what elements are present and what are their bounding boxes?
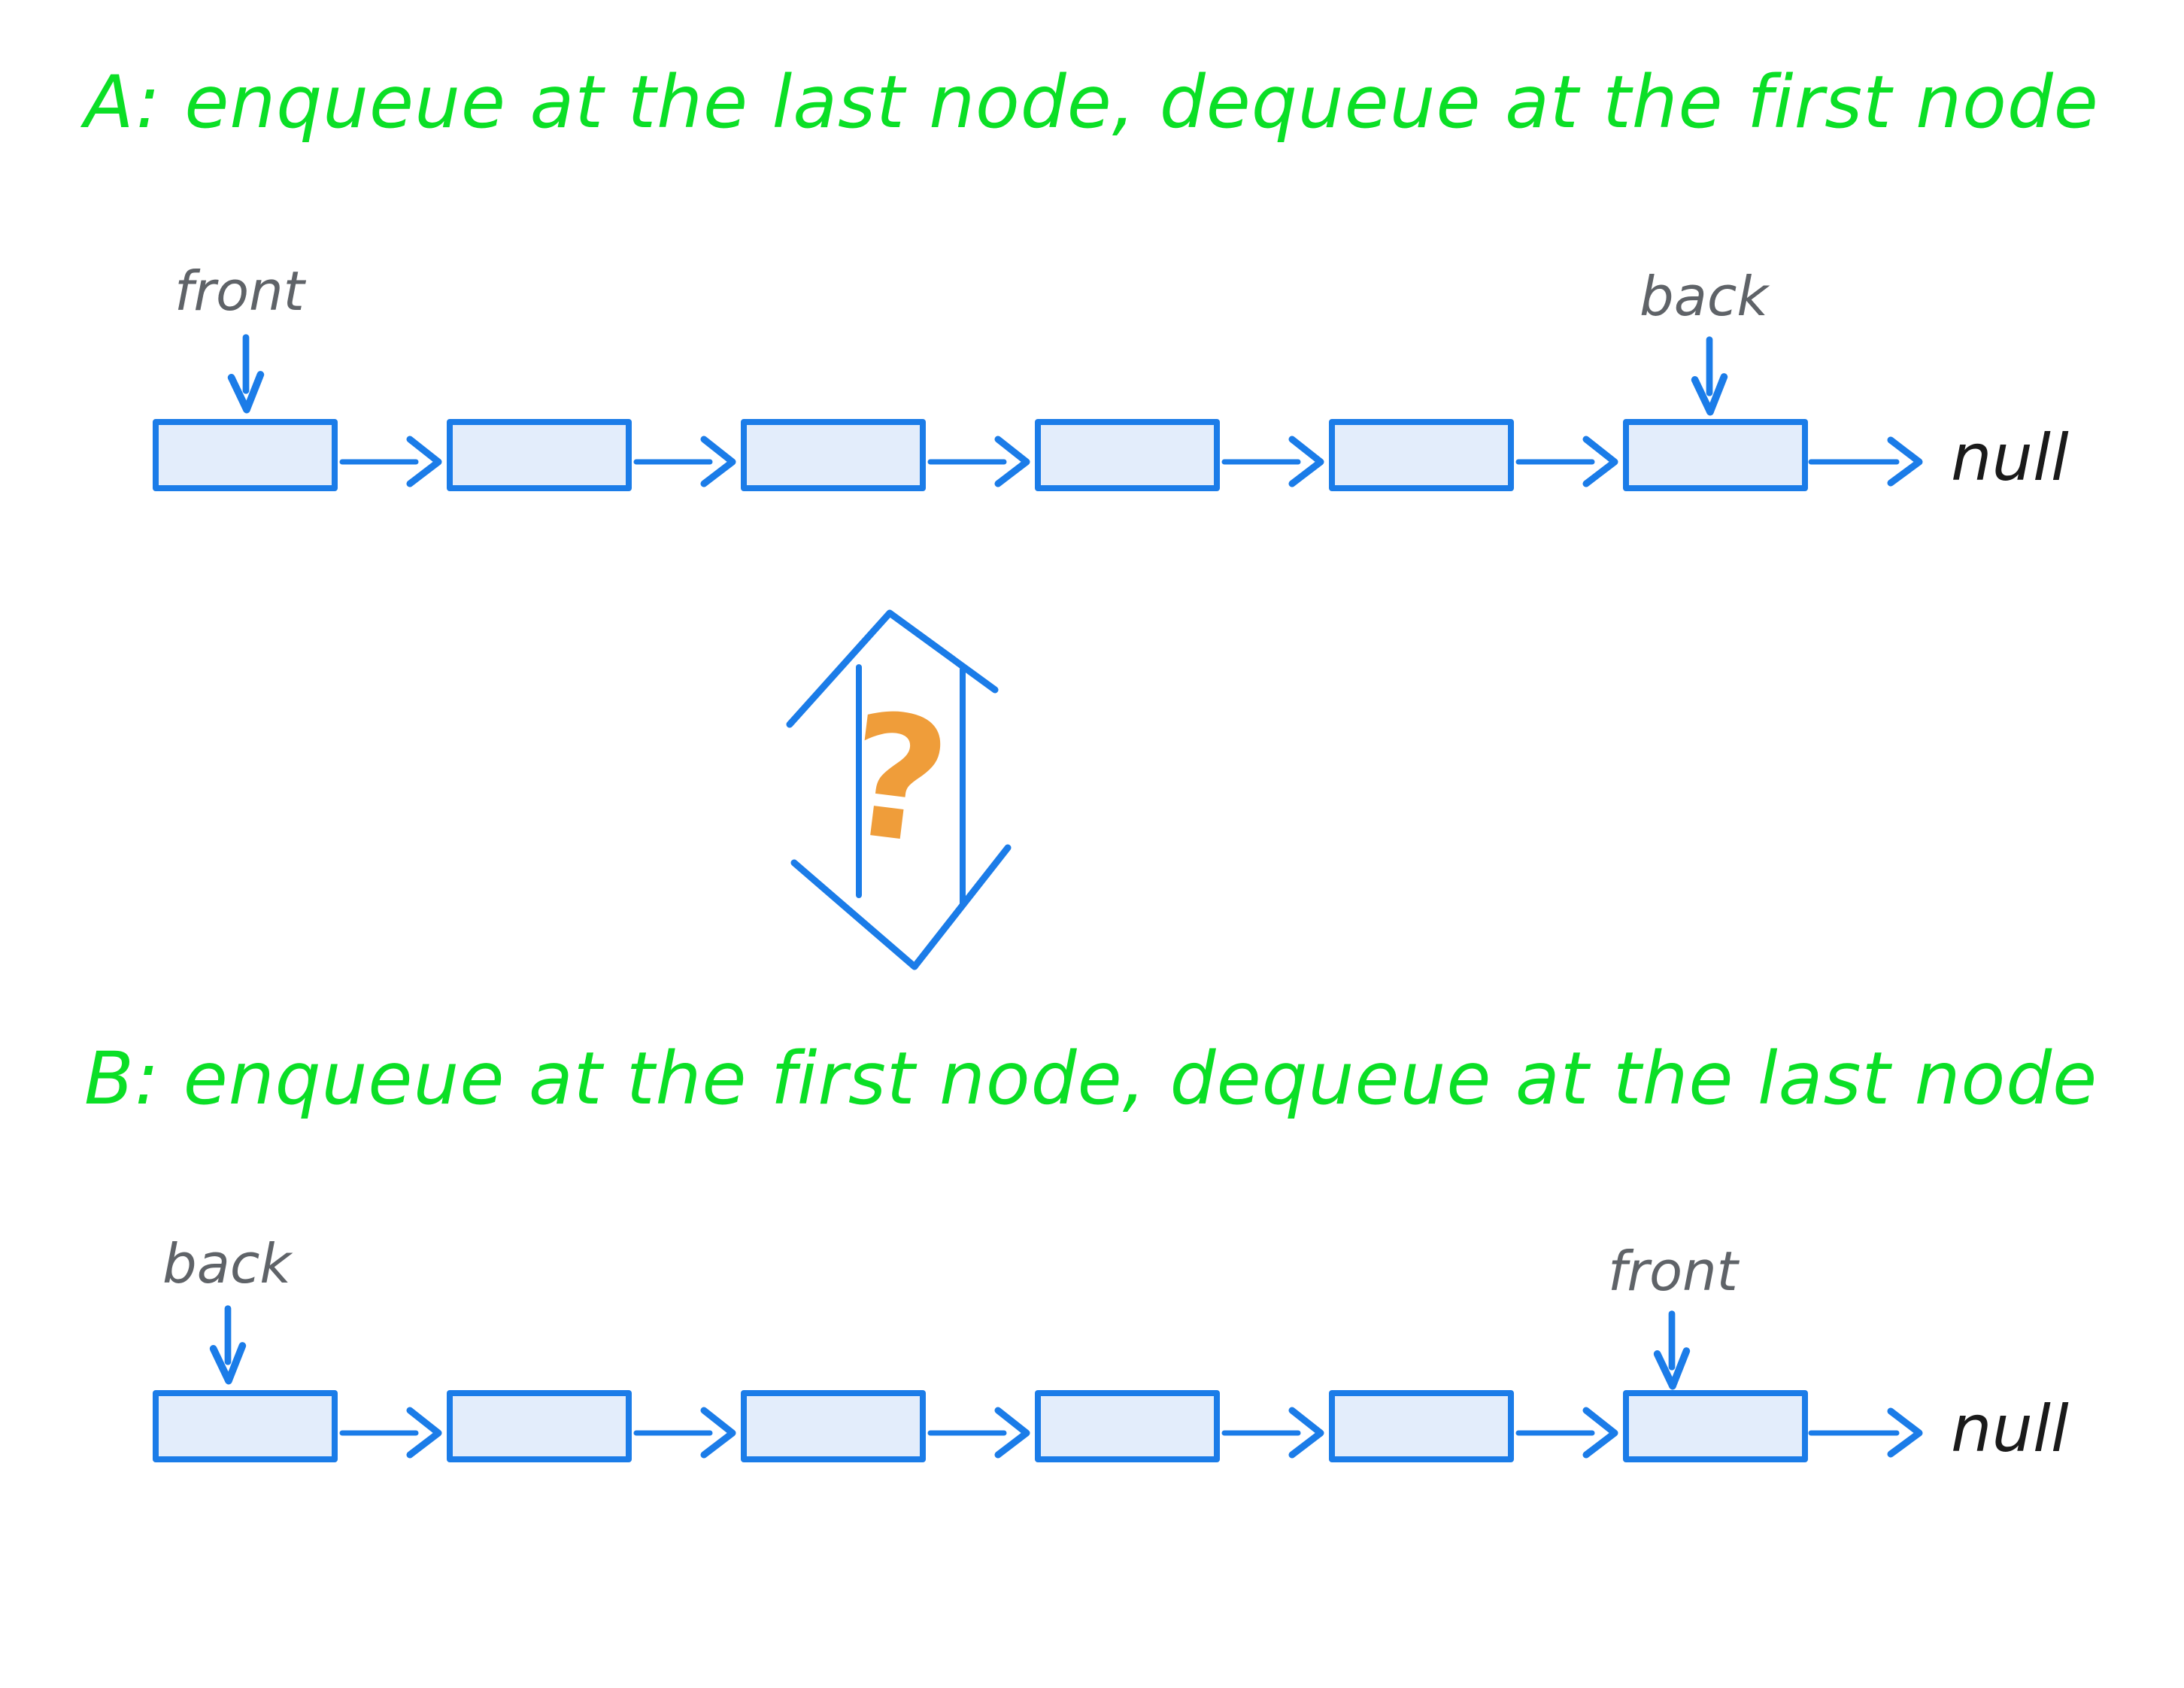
down-arrow-icon xyxy=(209,1305,247,1385)
null-pointer-arrow-icon xyxy=(1808,1390,1928,1462)
next-pointer-arrow-icon xyxy=(1220,1390,1329,1462)
list-node xyxy=(1035,1390,1220,1462)
list-node xyxy=(741,419,926,491)
linked-list-a-nodes xyxy=(153,419,1808,491)
list-node xyxy=(447,419,632,491)
next-pointer-arrow-icon xyxy=(926,419,1035,491)
list-node xyxy=(741,1390,926,1462)
next-pointer-arrow-icon xyxy=(1220,419,1329,491)
list-node xyxy=(153,1390,338,1462)
down-arrow-icon xyxy=(1691,336,1728,416)
list-node xyxy=(1329,419,1514,491)
list-node xyxy=(1035,419,1220,491)
null-label-a: null xyxy=(1951,420,2069,496)
null-pointer-arrow-icon xyxy=(1808,419,1928,491)
list-node xyxy=(1623,419,1808,491)
null-label-b: null xyxy=(1951,1392,2069,1467)
section-a-title: A: enqueue at the last node, dequeue at … xyxy=(84,60,2099,144)
next-pointer-arrow-icon xyxy=(1514,419,1623,491)
list-node xyxy=(1623,1390,1808,1462)
next-pointer-arrow-icon xyxy=(632,419,741,491)
linked-list-b-nodes xyxy=(153,1390,1808,1462)
linked-list-b: null xyxy=(153,1390,2069,1467)
back-pointer-label-a: back xyxy=(1640,265,1769,328)
next-pointer-arrow-icon xyxy=(338,419,447,491)
linked-list-a: null xyxy=(153,419,2069,496)
front-pointer-label-a: front xyxy=(174,260,305,323)
next-pointer-arrow-icon xyxy=(1514,1390,1623,1462)
down-arrow-icon xyxy=(227,334,265,414)
swap-double-arrow-icon xyxy=(786,609,1012,970)
section-b-title: B: enqueue at the first node, dequeue at… xyxy=(84,1037,2098,1121)
next-pointer-arrow-icon xyxy=(926,1390,1035,1462)
down-arrow-icon xyxy=(1653,1310,1691,1390)
next-pointer-arrow-icon xyxy=(338,1390,447,1462)
back-pointer-label-b: back xyxy=(162,1232,292,1295)
list-node xyxy=(1329,1390,1514,1462)
list-node xyxy=(153,419,338,491)
next-pointer-arrow-icon xyxy=(632,1390,741,1462)
front-pointer-label-b: front xyxy=(1608,1240,1738,1303)
list-node xyxy=(447,1390,632,1462)
